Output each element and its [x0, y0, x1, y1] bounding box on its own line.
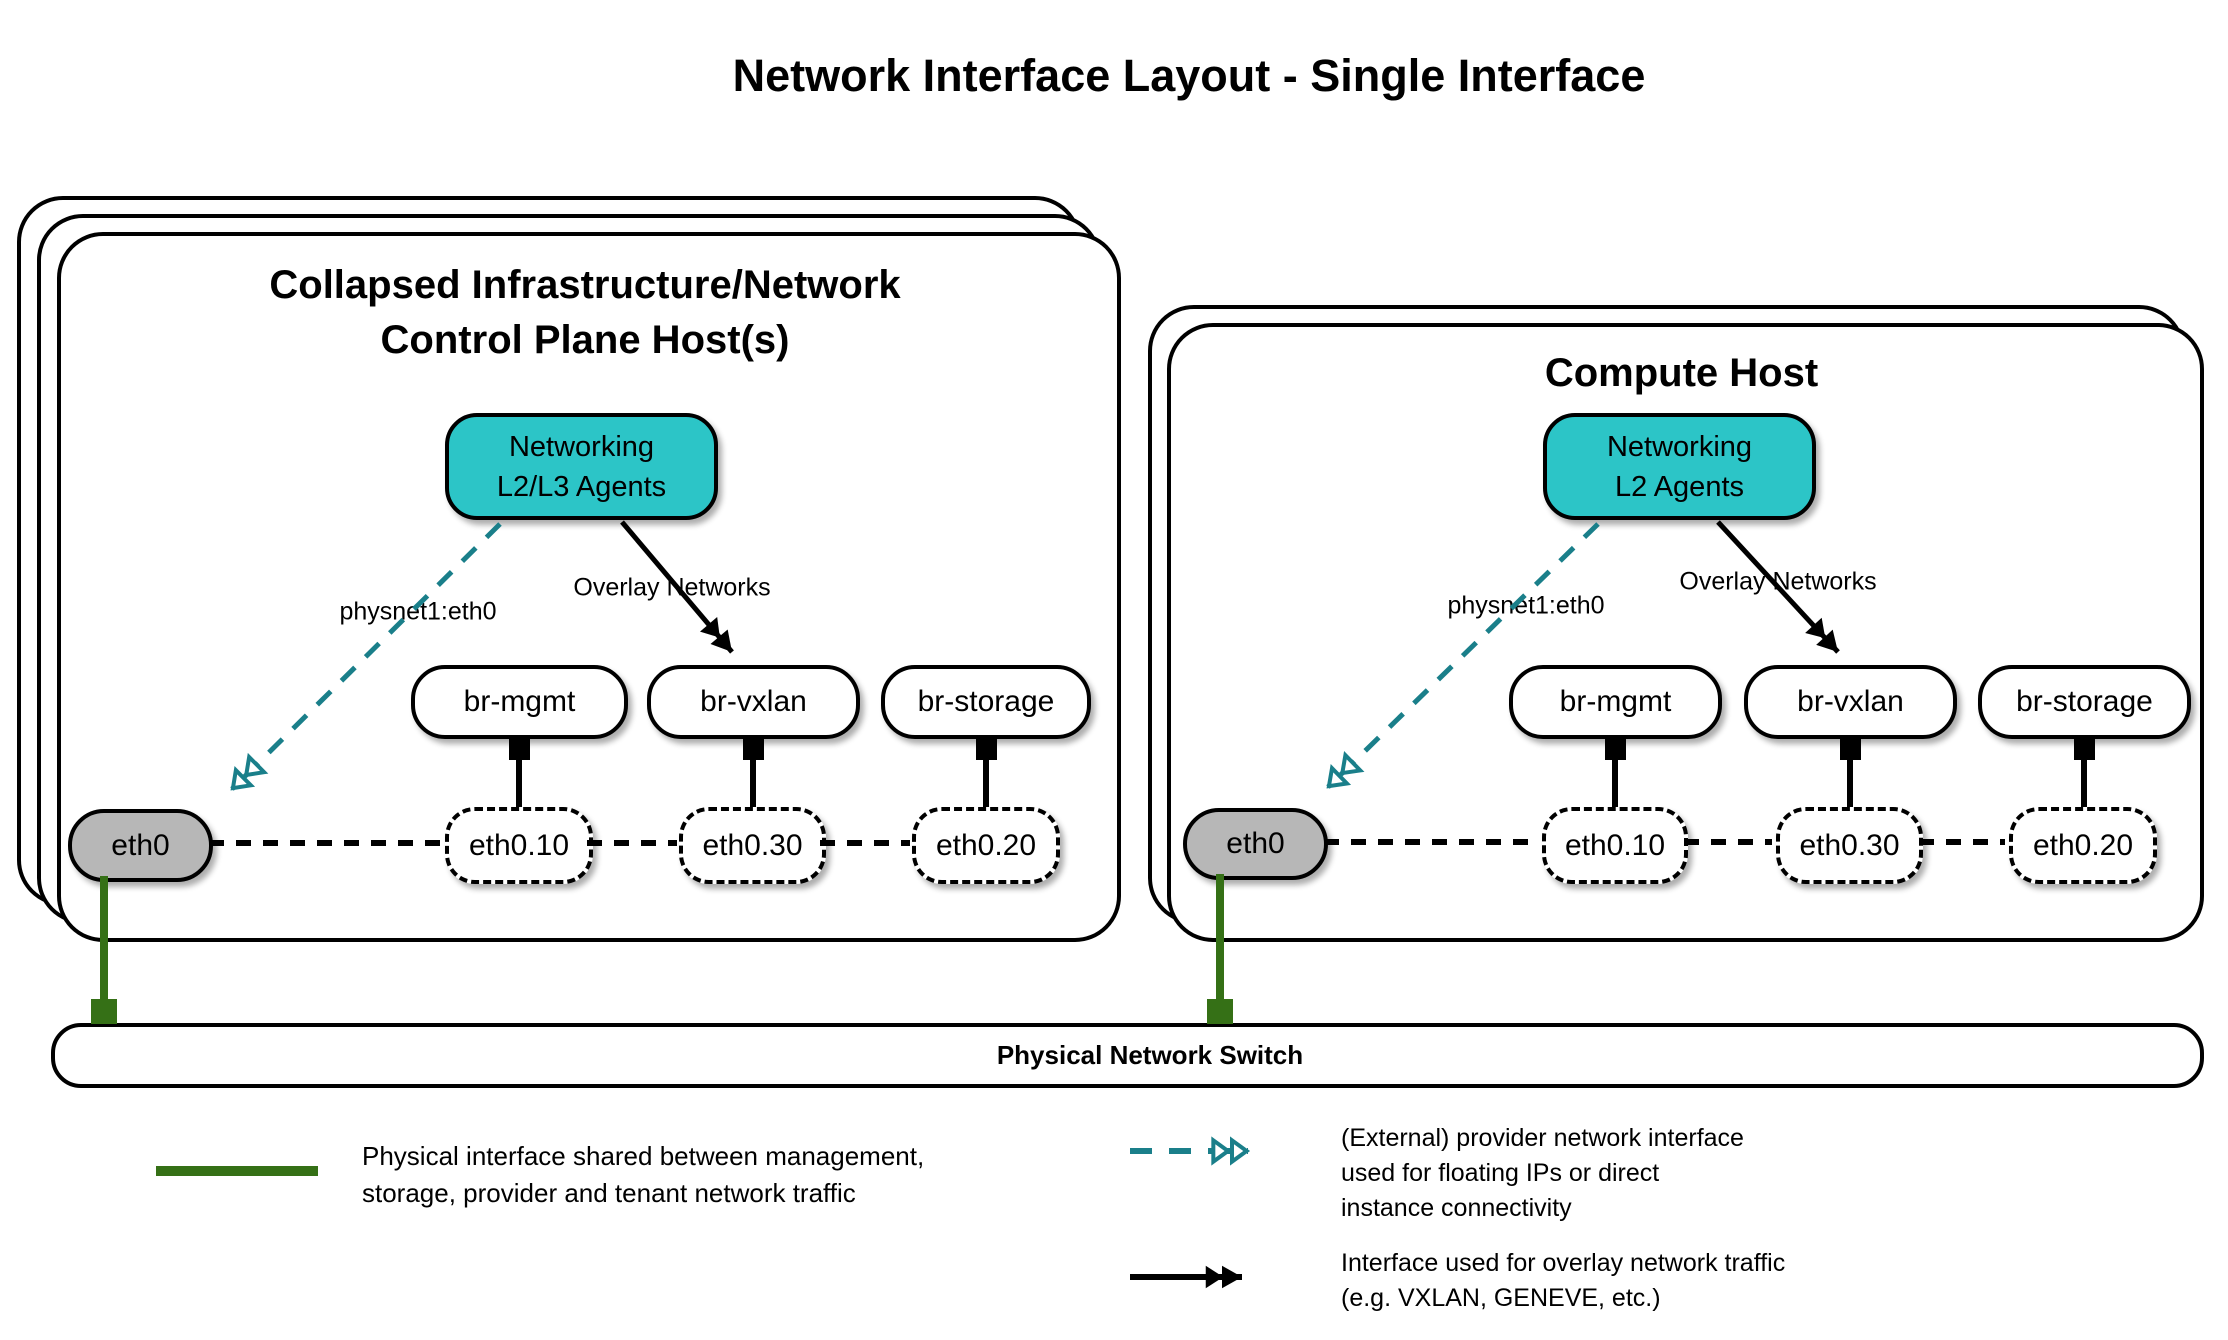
left-bridge-br-vxlan-label: br-vxlan [700, 685, 807, 718]
right-agent-node: Networking L2 Agents [1543, 413, 1816, 520]
right-bridge-br-mgmt-label: br-mgmt [1559, 685, 1672, 718]
left-vlan-eth0-30: eth0.30 [679, 807, 826, 884]
right-bridge-br-vxlan-label: br-vxlan [1797, 685, 1904, 718]
right-host-title-line1: Compute Host [1544, 351, 1819, 395]
left-bridge-br-vxlan: br-vxlan [647, 665, 860, 739]
left-bridge-br-storage-label: br-storage [917, 685, 1055, 718]
right-vlan-eth0-20-label: eth0.20 [2032, 828, 2134, 862]
right-provider-label: physnet1:eth0 [1447, 591, 1605, 620]
legend-physical-link-line1: Physical interface shared between manage… [362, 1141, 925, 1171]
legend-provider-line2: used for floating IPs or direct [1341, 1159, 1660, 1187]
left-agent-line2: L2/L3 Agents [496, 470, 667, 503]
legend-overlay-line2: (e.g. VXLAN, GENEVE, etc.) [1341, 1284, 1661, 1312]
legend-physical-link-line2: storage, provider and tenant network tra… [362, 1178, 856, 1208]
right-vlan-eth0-10: eth0.10 [1542, 807, 1688, 884]
left-agent-node: Networking L2/L3 Agents [445, 413, 718, 520]
right-host-title: Compute Host [1167, 346, 2196, 401]
left-vlan-eth0-10: eth0.10 [445, 807, 593, 884]
right-overlay-label: Overlay Networks [1679, 567, 1877, 596]
switch-bar-label: Physical Network Switch [996, 1040, 1304, 1070]
right-eth0-node: eth0 [1183, 808, 1328, 880]
left-agent-line1: Networking [508, 430, 655, 463]
left-physical-link-tap [91, 999, 117, 1024]
right-physical-link-tap [1207, 999, 1233, 1024]
right-vlan-eth0-30-label: eth0.30 [1799, 828, 1900, 862]
right-eth0-label: eth0 [1226, 827, 1285, 860]
physical-network-switch-bar: Physical Network Switch [51, 1023, 2204, 1088]
right-bridge-br-storage: br-storage [1978, 665, 2191, 739]
left-host-title-line1: Collapsed Infrastructure/Network [269, 263, 901, 307]
left-eth0-node: eth0 [68, 809, 213, 882]
legend-provider-arrow-text: (External) provider network interface us… [1341, 1121, 1744, 1226]
page-title: Network Interface Layout - Single Interf… [732, 50, 1646, 101]
right-bridge-br-vxlan: br-vxlan [1744, 665, 1957, 739]
legend-provider-line3: instance connectivity [1341, 1194, 1572, 1222]
left-bridge-br-mgmt: br-mgmt [411, 665, 628, 739]
legend-overlay-arrow-text: Interface used for overlay network traff… [1341, 1246, 1785, 1316]
left-bridge-br-mgmt-label: br-mgmt [463, 685, 576, 718]
left-host-title-line2: Control Plane Host(s) [380, 318, 790, 362]
legend-provider-line1: (External) provider network interface [1341, 1124, 1744, 1152]
right-vlan-eth0-10-label: eth0.10 [1564, 828, 1666, 862]
right-vlan-eth0-30: eth0.30 [1776, 807, 1923, 884]
left-vlan-eth0-30-label: eth0.30 [702, 828, 803, 862]
right-agent-line2: L2 Agents [1615, 470, 1744, 503]
left-vlan-eth0-10-label: eth0.10 [468, 828, 570, 862]
legend-overlay-line1: Interface used for overlay network traff… [1341, 1249, 1786, 1277]
left-vlan-eth0-20: eth0.20 [912, 807, 1060, 884]
left-provider-label: physnet1:eth0 [339, 597, 497, 626]
left-eth0-label: eth0 [111, 828, 170, 862]
legend-physical-link-text: Physical interface shared between manage… [362, 1138, 924, 1212]
left-bridge-br-storage: br-storage [881, 665, 1091, 739]
left-overlay-label: Overlay Networks [573, 573, 771, 602]
right-vlan-eth0-20: eth0.20 [2009, 807, 2157, 884]
right-bridge-br-mgmt: br-mgmt [1509, 665, 1722, 739]
left-host-title: Collapsed Infrastructure/Network Control… [57, 258, 1113, 368]
right-agent-line1: Networking [1606, 430, 1753, 463]
left-vlan-eth0-20-label: eth0.20 [935, 828, 1037, 862]
right-bridge-br-storage-label: br-storage [2016, 685, 2153, 718]
